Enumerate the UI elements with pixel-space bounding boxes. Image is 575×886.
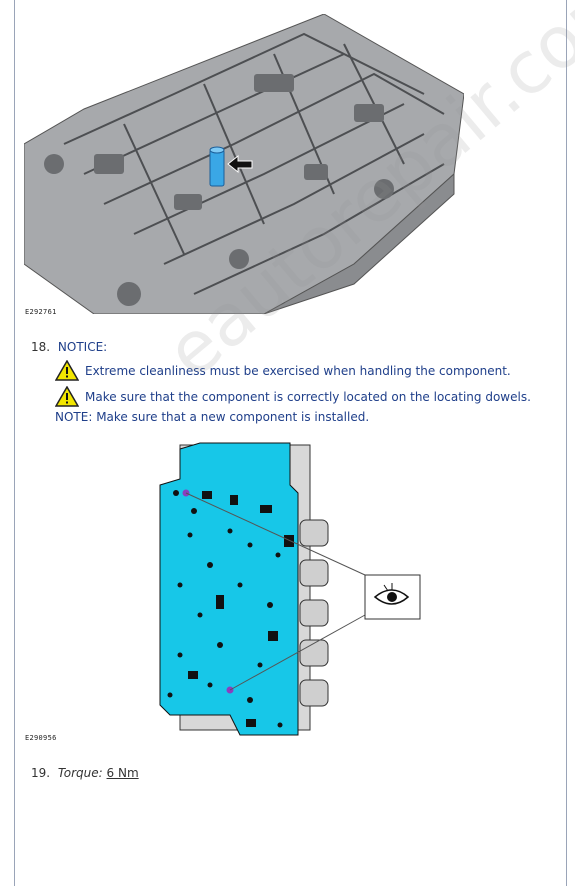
warning-icon [55,386,79,407]
step-19: 19. Torque: 6 Nm [31,766,139,780]
step-number: 18. [31,340,51,354]
note: NOTE: Make sure that a new component is … [55,410,369,424]
step-18-heading: 18. NOTICE: [31,340,107,354]
note-text: Make sure that a new component is instal… [92,410,370,424]
torque-label: Torque: [57,766,103,780]
separator-plate-illustration [159,442,421,736]
warning-row: Extreme cleanliness must be exercised wh… [55,360,511,381]
warning-text: Extreme cleanliness must be exercised wh… [85,363,511,378]
warning-icon [55,360,79,381]
eye-icon [373,583,410,605]
figure-label: E290956 [25,734,57,742]
notice-label: NOTICE: [57,340,108,354]
highlighted-component [209,146,225,187]
left-margin-rule [14,0,15,886]
warning-text: Make sure that the component is correctl… [85,389,531,404]
right-margin-rule [566,0,567,886]
step-number: 19. [31,766,51,780]
arrow-left-icon [227,154,253,174]
valve-body-illustration [24,14,464,314]
warning-row: Make sure that the component is correctl… [55,386,531,407]
torque-value: 6 Nm [106,766,139,780]
figure-label: E292761 [25,308,57,316]
note-prefix: NOTE: [55,410,93,424]
